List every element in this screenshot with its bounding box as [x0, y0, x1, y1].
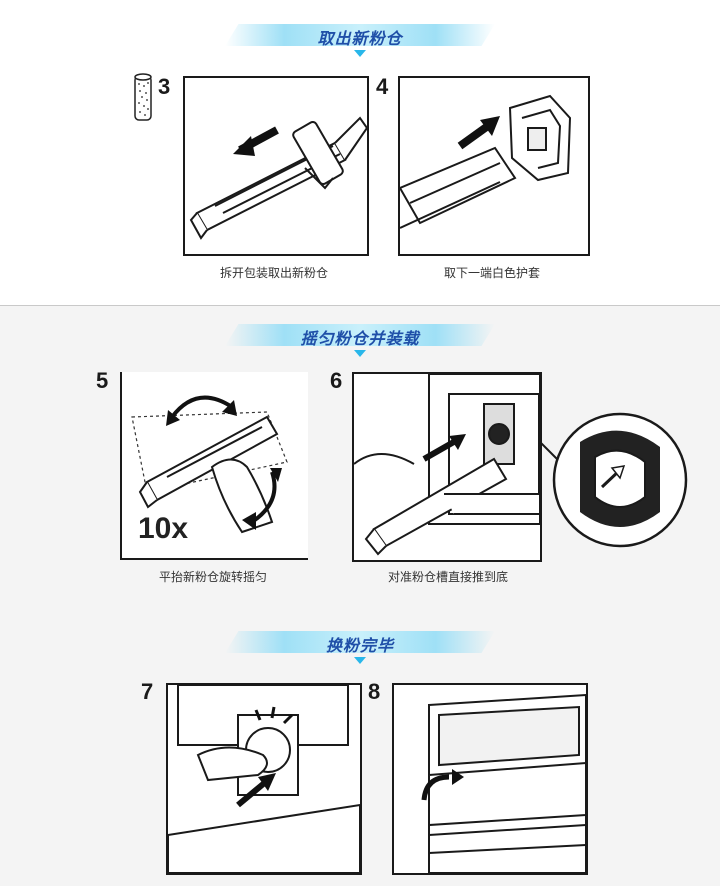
arrow-left-icon: [233, 126, 279, 156]
step-number: 7: [141, 679, 154, 704]
zoom-detail-illustration: [540, 412, 688, 548]
section-shake-and-load: 摇匀粉仓并装载 5 10x 平抬新粉仓旋转摇匀: [0, 306, 720, 611]
step-number: 4: [376, 74, 389, 99]
step-7-illustration: [166, 683, 362, 875]
step-3-illustration: [183, 76, 369, 256]
step-number: 5: [96, 368, 109, 393]
section-banner: 取出新粉仓: [225, 18, 495, 57]
step-number: 8: [368, 679, 381, 704]
section-finish: 换粉完毕 7 8: [0, 611, 720, 886]
section-title: 摇匀粉仓并装载: [300, 329, 420, 348]
step-caption: 对准粉仓槽直接推到底: [387, 570, 508, 584]
section-banner: 摇匀粉仓并装载: [225, 318, 495, 357]
push-arrow-icon: [422, 434, 466, 462]
push-arrow-icon: [236, 773, 276, 808]
step-caption: 取下一端白色护套: [443, 266, 540, 280]
toner-cartridge-icon: [134, 73, 152, 121]
step-caption: 拆开包装取出新粉仓: [219, 266, 328, 280]
step-caption: 平抬新粉仓旋转摇匀: [158, 570, 267, 584]
banner-pointer-icon: [354, 657, 366, 664]
shake-count-badge: 10x: [138, 512, 189, 545]
section-title: 换粉完毕: [325, 636, 394, 655]
step-4-illustration: [398, 76, 590, 256]
arrow-up-right-icon: [457, 116, 500, 150]
step-6-illustration: [352, 372, 542, 562]
step-number: 3: [158, 74, 171, 99]
close-lid-arrow-icon: [421, 769, 464, 801]
section-divider: [0, 305, 720, 306]
step-number: 6: [330, 368, 343, 393]
rotate-arrow-icon: [170, 395, 277, 524]
step-8-illustration: [392, 683, 588, 875]
step-5-illustration: 10x: [120, 372, 308, 560]
banner-pointer-icon: [354, 50, 366, 57]
section-title: 取出新粉仓: [317, 29, 403, 48]
section-banner: 换粉完毕: [225, 625, 495, 664]
banner-pointer-icon: [354, 350, 366, 357]
section-take-out-cartridge: 取出新粉仓 3: [0, 0, 720, 305]
